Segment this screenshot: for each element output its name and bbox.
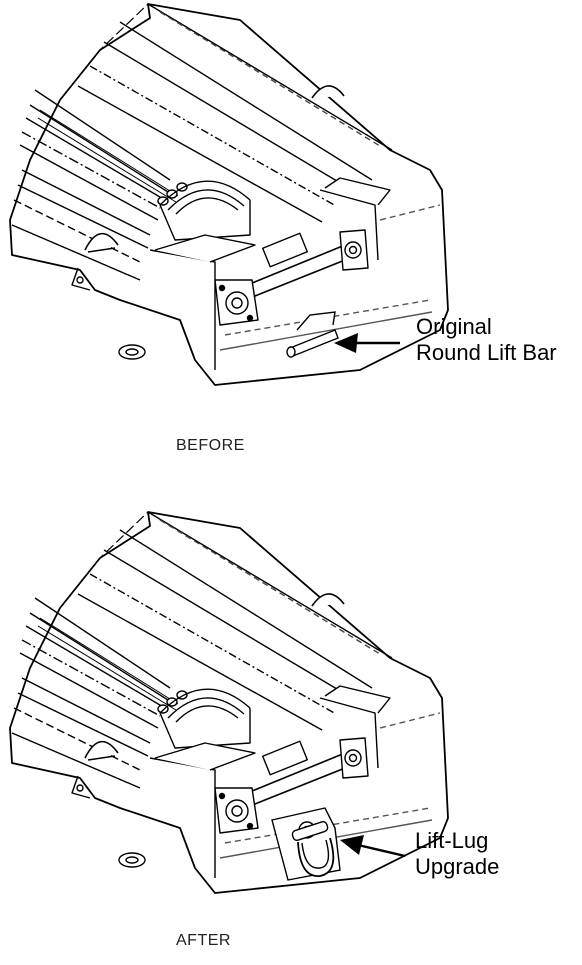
before-callout-label: Original Round Lift Bar [416,314,557,366]
before-machine-drawing [9,3,449,386]
round-lift-bar [286,311,339,358]
after-caption: AFTER [176,932,231,949]
before-callout-arrow [334,333,400,353]
after-callout-label: Lift-Lug Upgrade [415,828,499,880]
before-callout-line1: Original [416,314,492,339]
after-callout-arrow [340,835,406,858]
before-callout-line2: Round Lift Bar [416,340,557,365]
lift-lug-shackle [271,807,341,881]
before-caption: BEFORE [176,437,245,454]
after-callout-line2: Upgrade [415,854,500,879]
after-callout-line1: Lift-Lug [415,828,489,853]
after-machine-drawing [9,511,449,894]
